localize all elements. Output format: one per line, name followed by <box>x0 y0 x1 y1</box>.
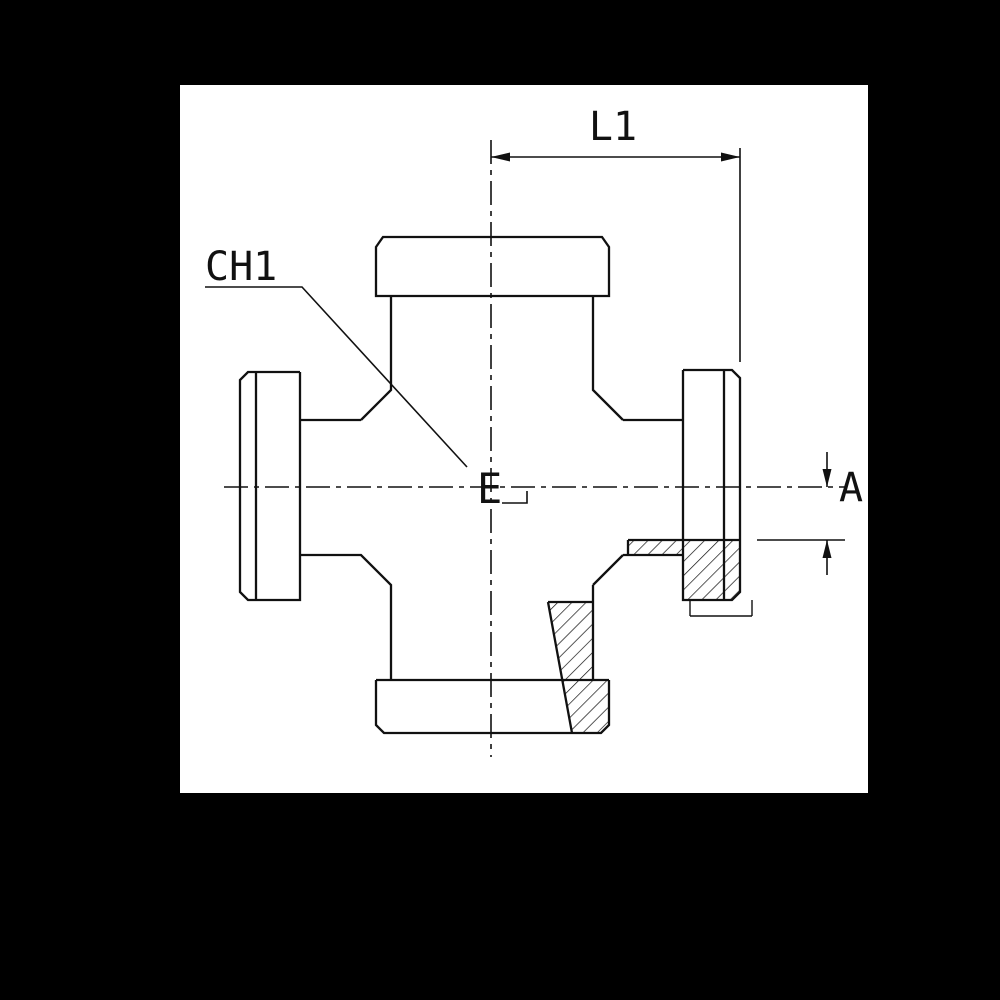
thread-stub-outline <box>689 600 753 617</box>
dimension-a-label: A <box>839 465 863 511</box>
cross-fitting-outline <box>238 235 753 735</box>
thread-designation: E <box>477 464 528 513</box>
thread-label-bracket <box>502 491 528 504</box>
top-flange <box>374 235 611 298</box>
left-flange <box>238 370 302 602</box>
right-flange <box>681 368 742 602</box>
dimension-a: A <box>757 452 863 575</box>
ch1-leader-line <box>205 286 468 468</box>
dimension-l1-label: L1 <box>589 104 637 150</box>
a-arrow-top <box>822 469 832 487</box>
centerlines <box>224 140 847 757</box>
thread-size-label: E <box>477 464 502 513</box>
bottom-flange <box>374 678 611 735</box>
dimension-l1: L1 <box>491 104 741 362</box>
hatch-bottom-port-wall <box>548 602 609 733</box>
leader-ch1-label: CH1 <box>205 244 277 290</box>
l1-arrow-right <box>721 152 740 162</box>
l1-arrow-left <box>491 152 510 162</box>
leader-ch1: CH1 <box>205 244 468 468</box>
body-arms <box>300 296 683 680</box>
drawing-paper <box>180 85 868 793</box>
a-arrow-bottom <box>822 540 832 558</box>
section-bore-lines <box>546 538 740 734</box>
